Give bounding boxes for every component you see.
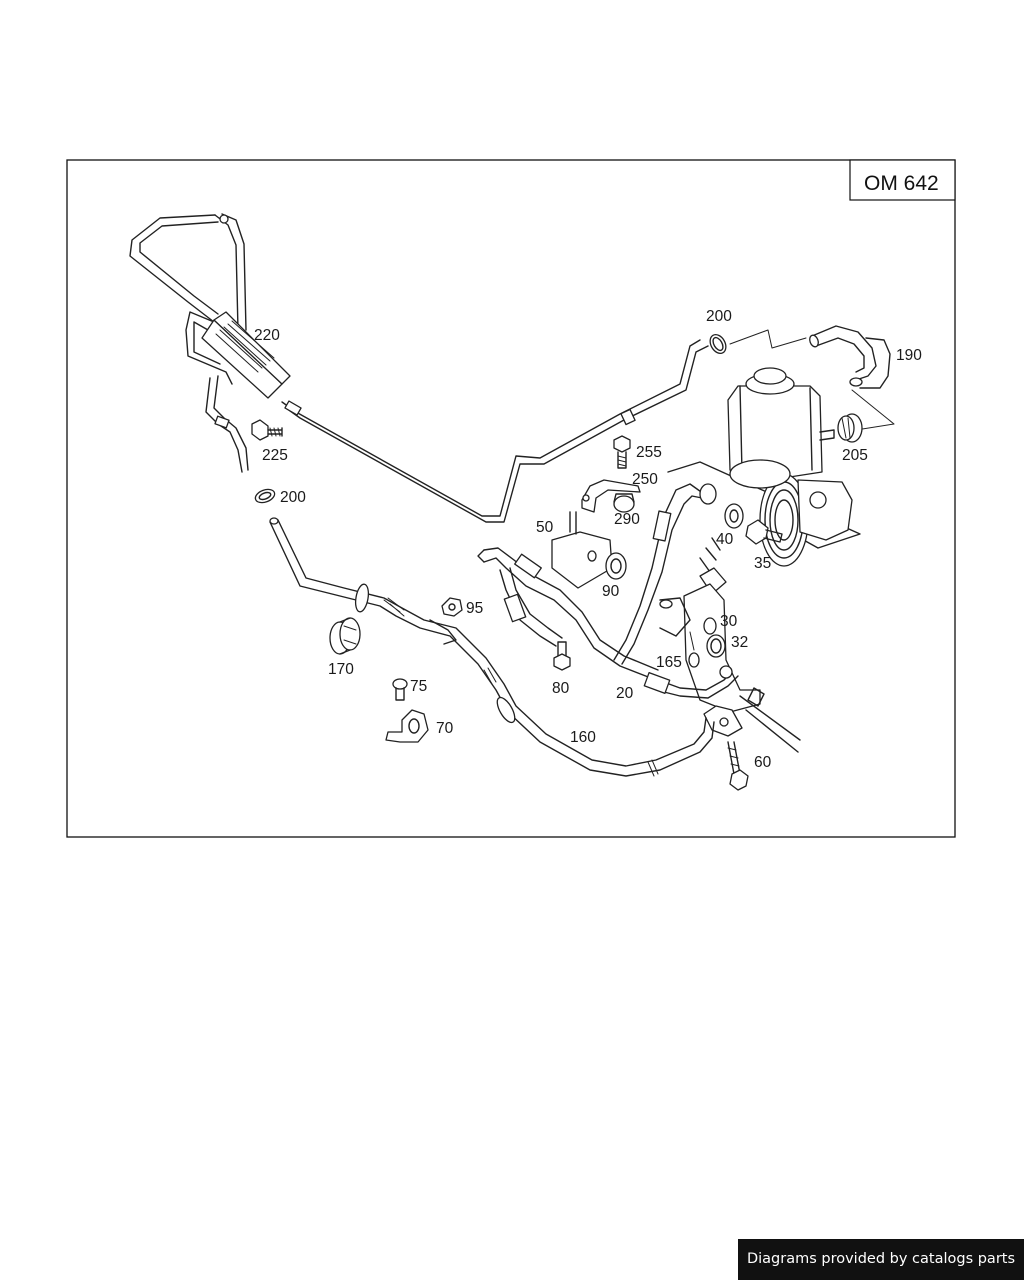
callout-290: 290 [614,511,640,528]
callout-95: 95 [466,600,483,617]
part-225-bolt [251,419,283,441]
callout-20: 20 [616,685,634,702]
part-200-clamp-lower [254,488,276,504]
callout-70: 70 [436,720,454,737]
part-205-seal [837,413,863,443]
part-32-seal [706,634,726,658]
callout-75: 75 [410,678,427,695]
diagram-frame [66,159,956,838]
part-30-oring [703,617,717,635]
callout-160: 160 [570,729,596,746]
return-hose [477,547,659,681]
callout-50: 50 [536,519,554,536]
part-190-hose [809,325,891,389]
part-170-damper [329,617,361,655]
part-160-return-line [269,517,715,777]
part-95-nut [441,597,463,617]
leader-190-205 [851,389,895,431]
part-220-oil-cooler [129,213,709,523]
leader-165 [689,631,695,651]
part-90-nut [605,552,627,580]
part-50-bracket [551,511,613,589]
callout-200-upper: 200 [706,308,732,325]
pressure-line [613,483,717,665]
part-35-banjo-bolt [745,519,783,545]
callout-90: 90 [602,583,620,600]
callout-40: 40 [716,531,734,548]
callout-60: 60 [754,754,772,771]
callout-200-lower: 200 [280,489,306,506]
callout-255: 255 [636,444,662,461]
callout-35: 35 [754,555,771,572]
callout-165: 165 [656,654,682,671]
callout-250: 250 [632,471,658,488]
part-70-clip [385,709,429,743]
callout-30: 30 [720,613,738,630]
part-80-bolt [553,641,571,671]
callout-170: 170 [328,661,354,678]
part-200-clamp-upper [709,334,727,354]
part-250-bracket [581,479,641,513]
callout-190: 190 [896,347,922,364]
part-290-grommet [613,493,635,513]
part-40-washer [724,503,744,529]
part-255-bolt [613,435,631,469]
callout-205: 205 [842,447,868,464]
engine-code-box: OM 642 [849,159,956,201]
part-60-bolt [727,741,749,791]
engine-code: OM 642 [864,172,939,195]
part-165-oring [688,652,700,668]
part-75-screw [392,678,408,701]
callout-32: 32 [731,634,748,651]
footer-credit: Diagrams provided by catalogs parts [738,1239,1024,1280]
callout-80: 80 [552,680,570,697]
callout-220: 220 [254,327,280,344]
power-steering-pump-with-reservoir [667,367,861,567]
leader-200-190 [729,329,807,349]
callout-225: 225 [262,447,288,464]
